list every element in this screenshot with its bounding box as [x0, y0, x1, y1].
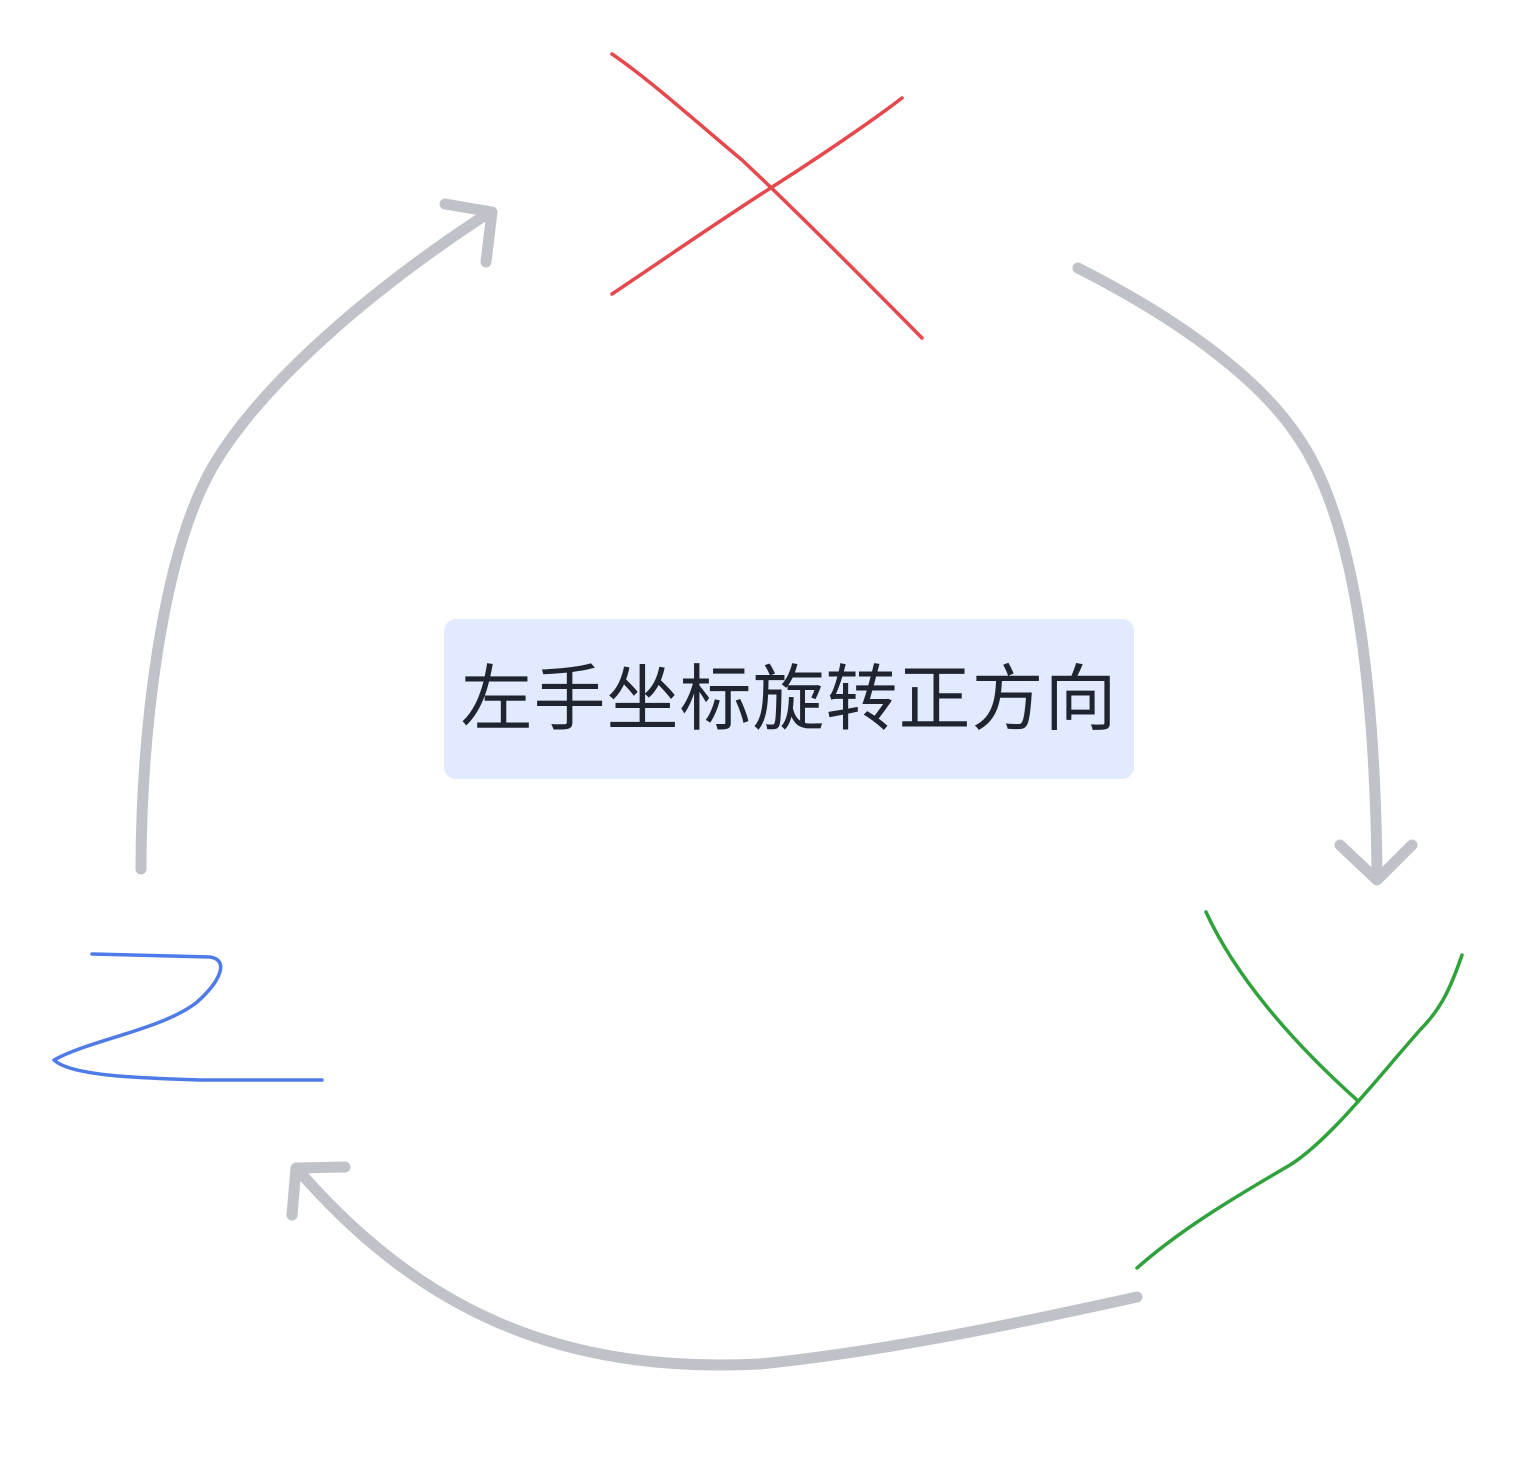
center-label: 左手坐标旋转正方向 [460, 657, 1118, 741]
arrow-y-to-z [286, 1161, 1143, 1371]
arrow-z-to-x [135, 198, 498, 875]
node-y-stroke-2 [1135, 953, 1464, 1270]
node-y-stroke-1 [1204, 910, 1359, 1102]
arrow-z-to-x-shaft [135, 206, 496, 875]
node-x-stroke-2 [610, 96, 904, 296]
arrow-x-to-y [1072, 262, 1418, 886]
arrow-z-to-x-head [439, 198, 498, 268]
arrow-x-to-y-head [1334, 839, 1418, 886]
node-z-glyph [52, 952, 324, 1082]
node-y-glyph [1135, 910, 1464, 1270]
arrow-y-to-z-head [286, 1161, 351, 1221]
node-z-stroke [52, 952, 324, 1082]
arrow-y-to-z-shaft [292, 1164, 1143, 1371]
node-x-glyph [610, 52, 924, 340]
center-label-box: 左手坐标旋转正方向 [444, 619, 1134, 779]
node-x-stroke-1 [610, 52, 924, 340]
arrow-x-to-y-shaft [1072, 262, 1383, 881]
